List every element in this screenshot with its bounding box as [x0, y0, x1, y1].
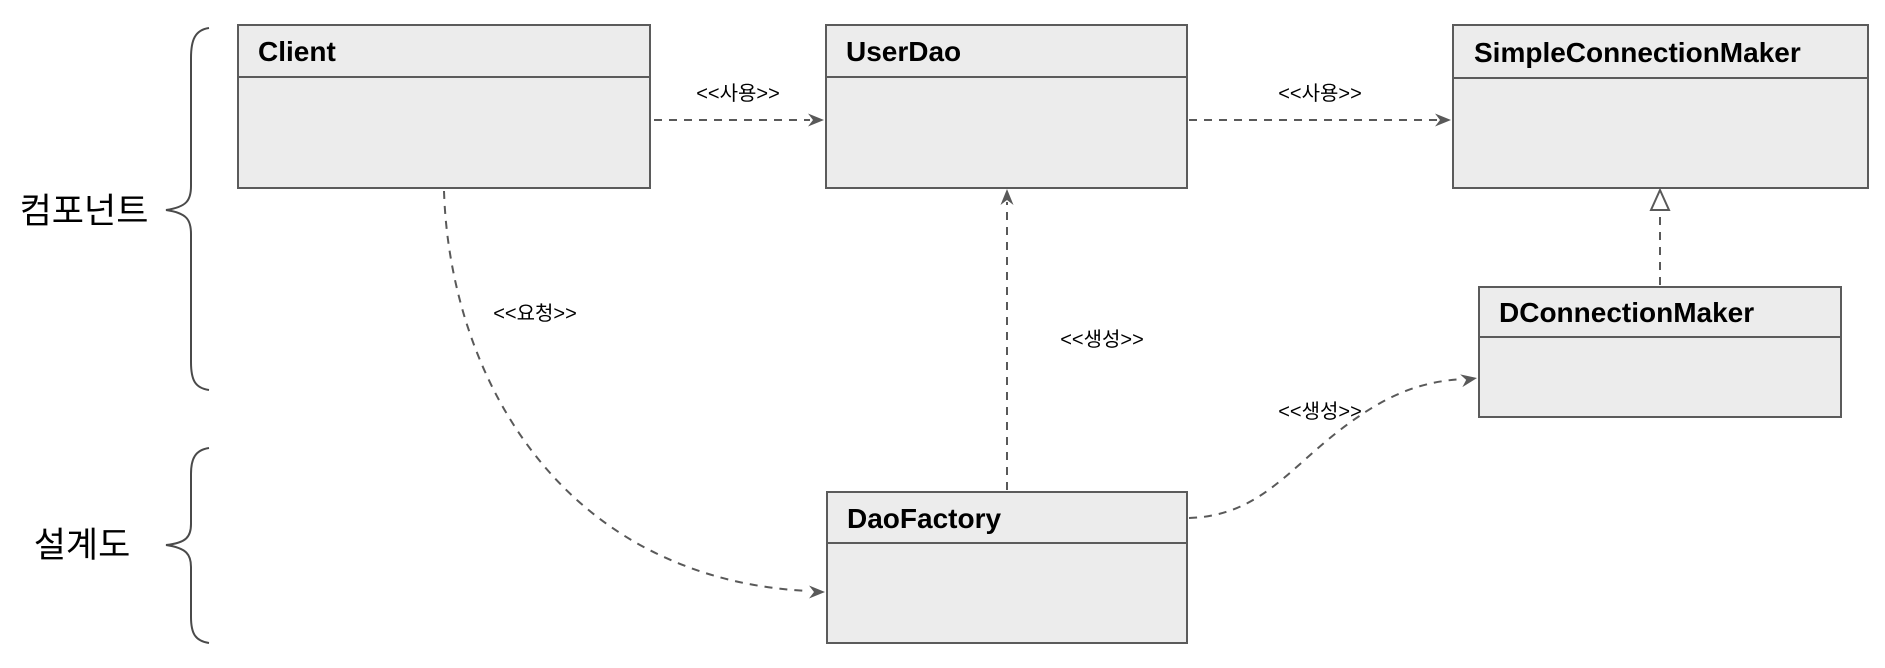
arrow-label: <<사용>>: [1278, 82, 1362, 105]
arrowhead-icon: [809, 585, 825, 599]
class-title: DaoFactory: [847, 503, 1001, 534]
arrow-daofactory-to-userdao: <<생성>>: [1000, 189, 1144, 490]
arrowhead-icon: [1435, 113, 1451, 127]
arrow-label: <<사용>>: [696, 82, 780, 105]
arrowhead-icon: [1460, 374, 1477, 388]
arrow-line: [443, 190, 809, 592]
class-title: UserDao: [846, 36, 961, 67]
class-box-body: [1452, 24, 1869, 189]
group-component: 컴포넌트: [20, 27, 210, 391]
arrow-daofactory-to-dconnectionmaker: <<생성>>: [1188, 374, 1477, 519]
arrow-label: <<생성>>: [1060, 328, 1144, 351]
hollow-triangle-arrowhead-icon: [1649, 187, 1671, 211]
class-box-client: Client: [237, 24, 651, 189]
component-brace: [165, 27, 210, 391]
class-box-body: [237, 24, 651, 189]
arrow-label: <<생성>>: [1278, 400, 1362, 423]
blueprint-group-label: 설계도: [34, 526, 131, 565]
arrow-dconnectionmaker-to-simpleconnectionmaker: [1649, 187, 1671, 285]
class-title: SimpleConnectionMaker: [1474, 37, 1801, 68]
arrow-client-to-daofactory: <<요청>>: [443, 190, 825, 599]
class-box-daofactory: DaoFactory: [826, 491, 1188, 644]
class-box-body: [825, 24, 1188, 189]
class-box-body: [1478, 286, 1842, 418]
arrow-client-to-userdao: <<사용>>: [654, 82, 824, 127]
arrow-line: [1188, 378, 1463, 519]
class-box-dconnectionmaker: DConnectionMaker: [1478, 286, 1842, 418]
arrowhead-icon: [1000, 189, 1014, 205]
arrowhead-icon: [808, 113, 824, 127]
class-box-body: [826, 491, 1188, 644]
arrow-userdao-to-simpleconnectionmaker: <<사용>>: [1189, 82, 1451, 127]
group-blueprint: 설계도: [34, 447, 210, 644]
class-title: DConnectionMaker: [1499, 297, 1754, 328]
class-box-userdao: UserDao: [825, 24, 1188, 189]
blueprint-brace: [165, 447, 210, 644]
class-title: Client: [258, 36, 336, 67]
class-box-simpleconnectionmaker: SimpleConnectionMaker: [1452, 24, 1869, 189]
arrow-label: <<요청>>: [493, 302, 577, 325]
component-group-label: 컴포넌트: [20, 192, 149, 231]
